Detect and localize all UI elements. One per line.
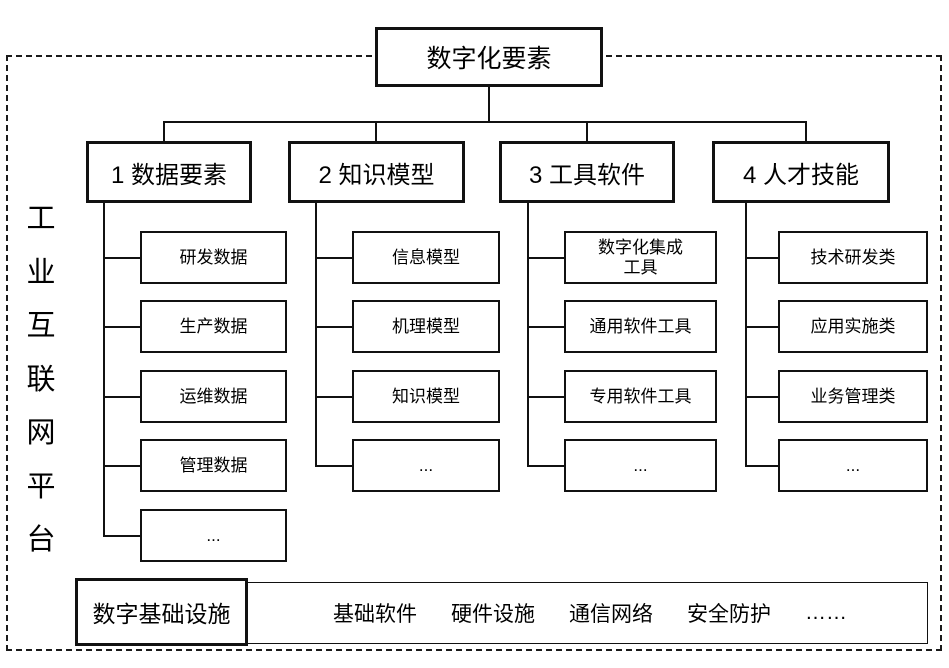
category-1-stub-3 xyxy=(103,396,142,398)
category-4-stub-1 xyxy=(745,257,780,259)
category-1-stub-5 xyxy=(103,535,142,537)
leaf-box-2-3: 知识模型 xyxy=(352,370,500,423)
leaf-box-4-3: 业务管理类 xyxy=(778,370,928,423)
leaf-box-1-1: 研发数据 xyxy=(140,231,287,284)
infrastructure-item-3: 安全防护 xyxy=(687,603,771,626)
platform-label-char-4: 网 xyxy=(26,417,56,449)
leaf-box-3-3: 专用软件工具 xyxy=(564,370,717,423)
category-3-spine xyxy=(527,201,529,467)
category-box-4-talent-skills: 4 人才技能 xyxy=(712,141,890,203)
leaf-box-3-4: ... xyxy=(564,439,717,492)
root-node-digital-elements: 数字化要素 xyxy=(375,27,603,87)
category-box-3-tool-software: 3 工具软件 xyxy=(499,141,675,203)
leaf-box-1-5: ... xyxy=(140,509,287,562)
category-4-stub-3 xyxy=(745,396,780,398)
category-box-1-data-elements: 1 数据要素 xyxy=(86,141,252,203)
category-3-stub-2 xyxy=(527,326,566,328)
category-box-2-knowledge-models: 2 知识模型 xyxy=(288,141,465,203)
category-1-stub-1 xyxy=(103,257,142,259)
category-bus-line xyxy=(163,121,807,123)
platform-vertical-label: 工 业 互 联 网 平 台 xyxy=(18,205,64,555)
leaf-box-4-1: 技术研发类 xyxy=(778,231,928,284)
category-2-stub-4 xyxy=(315,465,354,467)
infrastructure-label-box: 数字基础设施 xyxy=(75,578,248,646)
platform-label-char-5: 平 xyxy=(26,470,56,503)
drop-line-category-3 xyxy=(586,121,588,142)
platform-label-char-3: 联 xyxy=(26,363,56,396)
category-2-stub-2 xyxy=(315,326,354,328)
drop-line-category-1 xyxy=(163,121,165,142)
leaf-box-4-4: ... xyxy=(778,439,928,492)
leaf-box-1-4: 管理数据 xyxy=(140,439,287,492)
category-3-stub-4 xyxy=(527,465,566,467)
platform-label-char-1: 业 xyxy=(26,256,56,289)
category-2-stub-3 xyxy=(315,396,354,398)
root-stem-line xyxy=(488,87,490,123)
category-4-stub-2 xyxy=(745,326,780,328)
infrastructure-item-1: 硬件设施 xyxy=(451,603,535,626)
category-4-stub-4 xyxy=(745,465,780,467)
infrastructure-item-4: …… xyxy=(805,601,847,624)
platform-label-char-6: 台 xyxy=(26,524,56,556)
platform-label-char-2: 互 xyxy=(26,310,56,342)
category-2-stub-1 xyxy=(315,257,354,259)
leaf-box-1-3: 运维数据 xyxy=(140,370,287,423)
category-1-stub-2 xyxy=(103,326,142,328)
leaf-box-1-2: 生产数据 xyxy=(140,300,287,353)
category-4-spine xyxy=(745,201,747,467)
leaf-box-2-1: 信息模型 xyxy=(352,231,500,284)
leaf-box-2-2: 机理模型 xyxy=(352,300,500,353)
category-1-stub-4 xyxy=(103,465,142,467)
leaf-box-4-2: 应用实施类 xyxy=(778,300,928,353)
leaf-box-3-2: 通用软件工具 xyxy=(564,300,717,353)
category-1-spine xyxy=(103,201,105,536)
leaf-box-3-1: 数字化集成 工具 xyxy=(564,231,717,284)
category-3-stub-1 xyxy=(527,257,566,259)
leaf-box-2-4: ... xyxy=(352,439,500,492)
infrastructure-item-0: 基础软件 xyxy=(333,603,417,626)
drop-line-category-2 xyxy=(375,121,377,142)
category-2-spine xyxy=(315,201,317,467)
infrastructure-items: 基础软件 硬件设施 通信网络 安全防护 …… xyxy=(260,582,920,644)
drop-line-category-4 xyxy=(805,121,807,142)
category-3-stub-3 xyxy=(527,396,566,398)
platform-label-char-0: 工 xyxy=(26,203,56,235)
infrastructure-item-2: 通信网络 xyxy=(569,603,653,626)
